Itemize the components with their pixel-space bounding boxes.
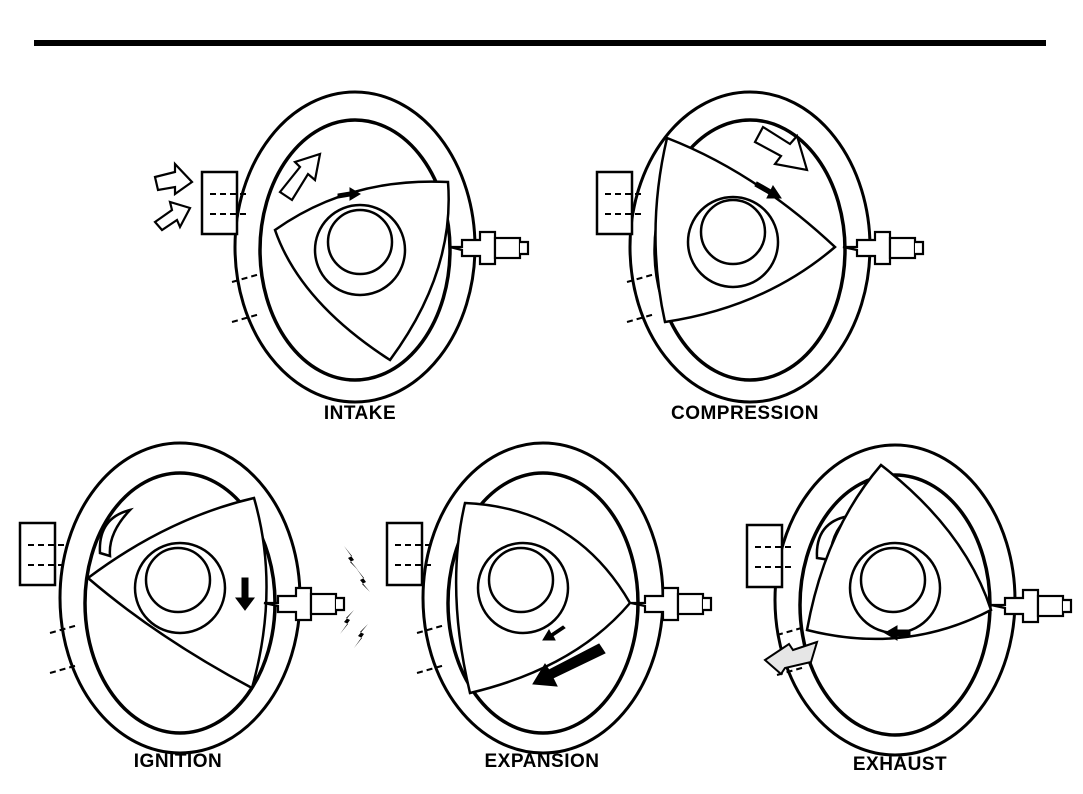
intake-port [595,170,645,236]
ignition-diagram [18,441,370,755]
stage-label-compression: COMPRESSION [670,403,820,424]
stage-label-expansion: EXPANSION [484,751,600,772]
exhaust-pocket [98,507,134,558]
side-port [416,624,446,674]
spark-plug [842,230,925,266]
expansion-diagram [385,441,713,755]
stage-label-exhaust: EXHAUST [852,754,948,775]
intake-port [18,521,68,587]
intake-port [745,523,795,589]
intake-port [385,521,435,587]
rotation-arrow [754,181,782,199]
eccentric-shaft [313,203,407,297]
spark-plug [449,230,530,266]
rotation-arrow [337,187,361,201]
expansion-force-arrow [532,643,606,687]
compression-flow-arrow [753,125,809,172]
side-port [231,273,261,323]
rotation-arrow [542,625,566,641]
eccentric-shaft [476,541,570,635]
eccentric-shaft [848,541,942,635]
eccentric-shaft [133,541,227,635]
stage-label-ignition: IGNITION [133,751,223,772]
stage-label-intake: INTAKE [323,403,397,424]
rotation-arrow [884,625,911,641]
top-rule [34,40,1046,46]
spark-icon [340,546,370,648]
side-port [626,273,656,323]
intake-flow-arrow [153,152,322,232]
rotation-arrow [235,577,255,611]
intake-diagram [153,90,530,404]
exhaust-flow-arrow [763,640,819,676]
spark-plug [630,586,713,622]
exhaust-diagram [745,443,1073,757]
compression-diagram [595,90,925,404]
spark-plug [990,588,1073,624]
intake-port [200,170,250,236]
side-port [49,624,79,674]
spark-plug [263,586,346,622]
eccentric-shaft [686,195,780,289]
